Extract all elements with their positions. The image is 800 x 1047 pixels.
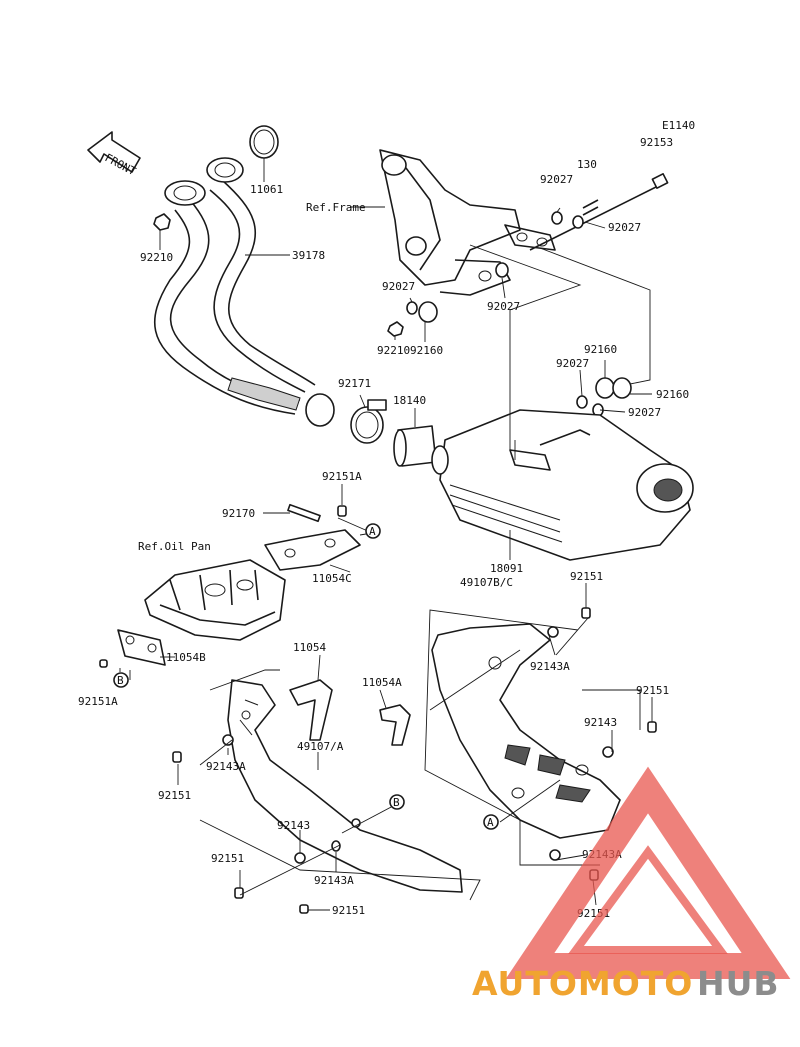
- svg-text:B: B: [393, 796, 400, 809]
- callout-a-lower: A: [483, 814, 499, 830]
- part-number: 92151: [211, 852, 244, 865]
- svg-text:A: A: [487, 816, 494, 829]
- part-number: 11054: [293, 641, 326, 654]
- front-arrow-icon: FRONT: [87, 131, 141, 178]
- muffler: [431, 409, 694, 561]
- part-number: 39178: [292, 249, 325, 262]
- svg-text:A: A: [369, 525, 376, 538]
- part-number: 49107/A: [297, 740, 344, 753]
- part-number: 92151: [158, 789, 191, 802]
- part-number: 11054B: [166, 651, 206, 664]
- part-number: 130: [577, 158, 597, 171]
- part-number: 92170: [222, 507, 255, 520]
- automotohub-logo: AUTOMOTO HUB: [472, 766, 791, 1003]
- part-number: 92027: [382, 280, 415, 293]
- part-labels: E1140 92153 11061 130 92027 92027 Ref.Fr…: [78, 119, 695, 920]
- part-number: 92143A: [314, 874, 354, 887]
- part-number: 92171: [338, 377, 371, 390]
- part-number: 92153: [640, 136, 673, 149]
- lower-cover-right: [431, 623, 621, 839]
- part-number: 11054A: [362, 676, 402, 689]
- part-number: 92143: [584, 716, 617, 729]
- gasket-ring: [249, 125, 279, 159]
- part-number: 92151: [570, 570, 603, 583]
- exhaust-collar: [393, 425, 437, 467]
- part-number: 92151: [636, 684, 669, 697]
- washer-icon: [387, 199, 632, 417]
- bracket-11054a: [379, 704, 411, 746]
- part-number: 92151A: [322, 470, 362, 483]
- part-number: 92027: [487, 300, 520, 313]
- part-number: 92143A: [206, 760, 246, 773]
- ref-oil-pan-label: Ref.Oil Pan: [138, 540, 211, 553]
- part-number: 92027: [540, 173, 573, 186]
- part-number: 92027: [628, 406, 661, 419]
- part-number: 92151A: [78, 695, 118, 708]
- part-number: 11054C: [312, 572, 352, 585]
- part-number: 18140: [393, 394, 426, 407]
- exhaust-clamp: [350, 399, 387, 444]
- nut-icon: [153, 213, 171, 231]
- part-number: 92160: [410, 344, 443, 357]
- part-number: 92210: [377, 344, 410, 357]
- long-bolt: [529, 173, 669, 251]
- part-number: 92160: [584, 343, 617, 356]
- diagram-code: E1140: [662, 119, 695, 132]
- part-number: 92143A: [530, 660, 570, 673]
- part-number: 92027: [608, 221, 641, 234]
- part-number: 18091: [490, 562, 523, 575]
- brand-text-part2: HUB: [697, 964, 780, 1003]
- leader-lines: [119, 158, 653, 911]
- frame-bracket: [379, 149, 556, 296]
- bracket-11054: [289, 679, 333, 741]
- part-number: 49107B/C: [460, 576, 513, 589]
- bracket-11054b: [117, 629, 166, 666]
- part-number: 11061: [250, 183, 283, 196]
- callout-b-lower: B: [389, 794, 405, 810]
- bolt-icon: [99, 503, 347, 668]
- brand-text-part1: AUTOMOTO: [472, 964, 693, 1003]
- callout-b-left: B: [113, 672, 129, 688]
- lower-cover-left: [227, 679, 463, 893]
- part-number: 92160: [656, 388, 689, 401]
- svg-text:B: B: [117, 674, 124, 687]
- part-number: 92151: [332, 904, 365, 917]
- callout-a-upper: A: [365, 523, 381, 539]
- part-number: 92027: [556, 357, 589, 370]
- ref-frame-label: Ref.Frame: [306, 201, 366, 214]
- oil-pan: [144, 529, 361, 641]
- part-number: 92210: [140, 251, 173, 264]
- part-number: 92143: [277, 819, 310, 832]
- exhaust-header-pipe: [154, 157, 335, 427]
